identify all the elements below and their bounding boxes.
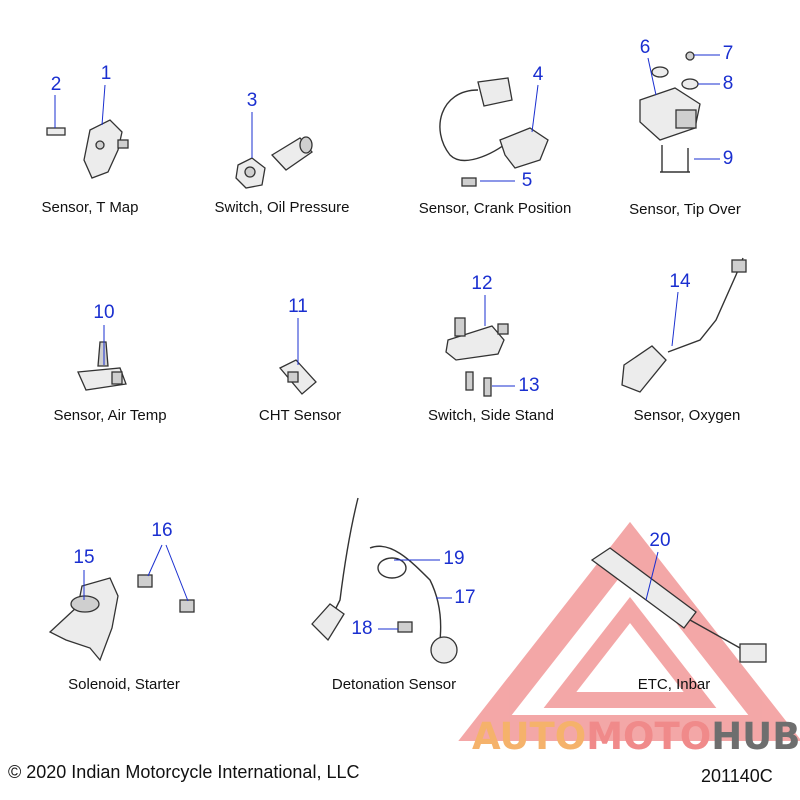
callout-2: 2 [50,74,62,95]
starter-solenoid-icon [48,574,195,662]
caption-crank-position: Sensor, Crank Position [418,200,572,217]
etc-inbar-icon [590,547,767,663]
callout-5: 5 [521,170,533,191]
callout-12: 12 [471,273,493,294]
callout-9: 9 [722,148,734,169]
caption-starter: Solenoid, Starter [68,676,180,693]
detonation-sensor-icon [311,497,458,664]
oil-pressure-switch-icon [235,136,313,189]
diagram-code: 201140C [701,766,773,786]
caption-t-map: Sensor, T Map [41,199,139,216]
caption-cht: CHT Sensor [258,407,342,424]
caption-oxygen: Sensor, Oxygen [633,407,741,424]
cht-sensor-icon [278,359,317,395]
callout-16: 16 [151,520,173,541]
callout-17: 17 [454,587,476,608]
oxygen-sensor-icon [621,257,747,393]
crank-position-sensor-icon [439,77,549,187]
caption-detonation: Detonation Sensor [331,676,457,693]
callout-8: 8 [722,73,734,94]
callout-13: 13 [518,375,540,396]
callout-15: 15 [73,547,95,568]
callout-1: 1 [100,63,112,84]
caption-etc: ETC, Inbar [637,676,711,693]
watermark-hub: HUB [711,715,800,758]
watermark-triangle-icon [458,521,800,741]
callout-7: 7 [722,43,734,64]
caption-oil-pressure: Switch, Oil Pressure [214,199,350,216]
watermark-logo: AUTOMOTOHUB [472,715,800,758]
watermark-auto: AUTO [472,715,587,758]
callout-20: 20 [649,530,671,551]
callout-4: 4 [532,64,544,85]
callout-14: 14 [669,271,691,292]
callout-19: 19 [443,548,465,569]
callout-6: 6 [639,37,651,58]
callout-3: 3 [246,90,258,111]
caption-tip-over: Sensor, Tip Over [629,201,741,218]
t-map-sensor-icon [46,119,129,179]
side-stand-switch-icon [445,317,509,397]
tip-over-sensor-icon [639,51,701,173]
air-temp-sensor-icon [77,341,127,391]
watermark-moto: MOTO [586,715,712,758]
caption-side-stand: Switch, Side Stand [428,407,554,424]
callout-18: 18 [351,618,373,639]
callout-10: 10 [93,302,115,323]
caption-air-temp: Sensor, Air Temp [53,407,167,424]
callout-11: 11 [288,296,308,317]
copyright-text: © 2020 Indian Motorcycle International, … [8,762,360,782]
